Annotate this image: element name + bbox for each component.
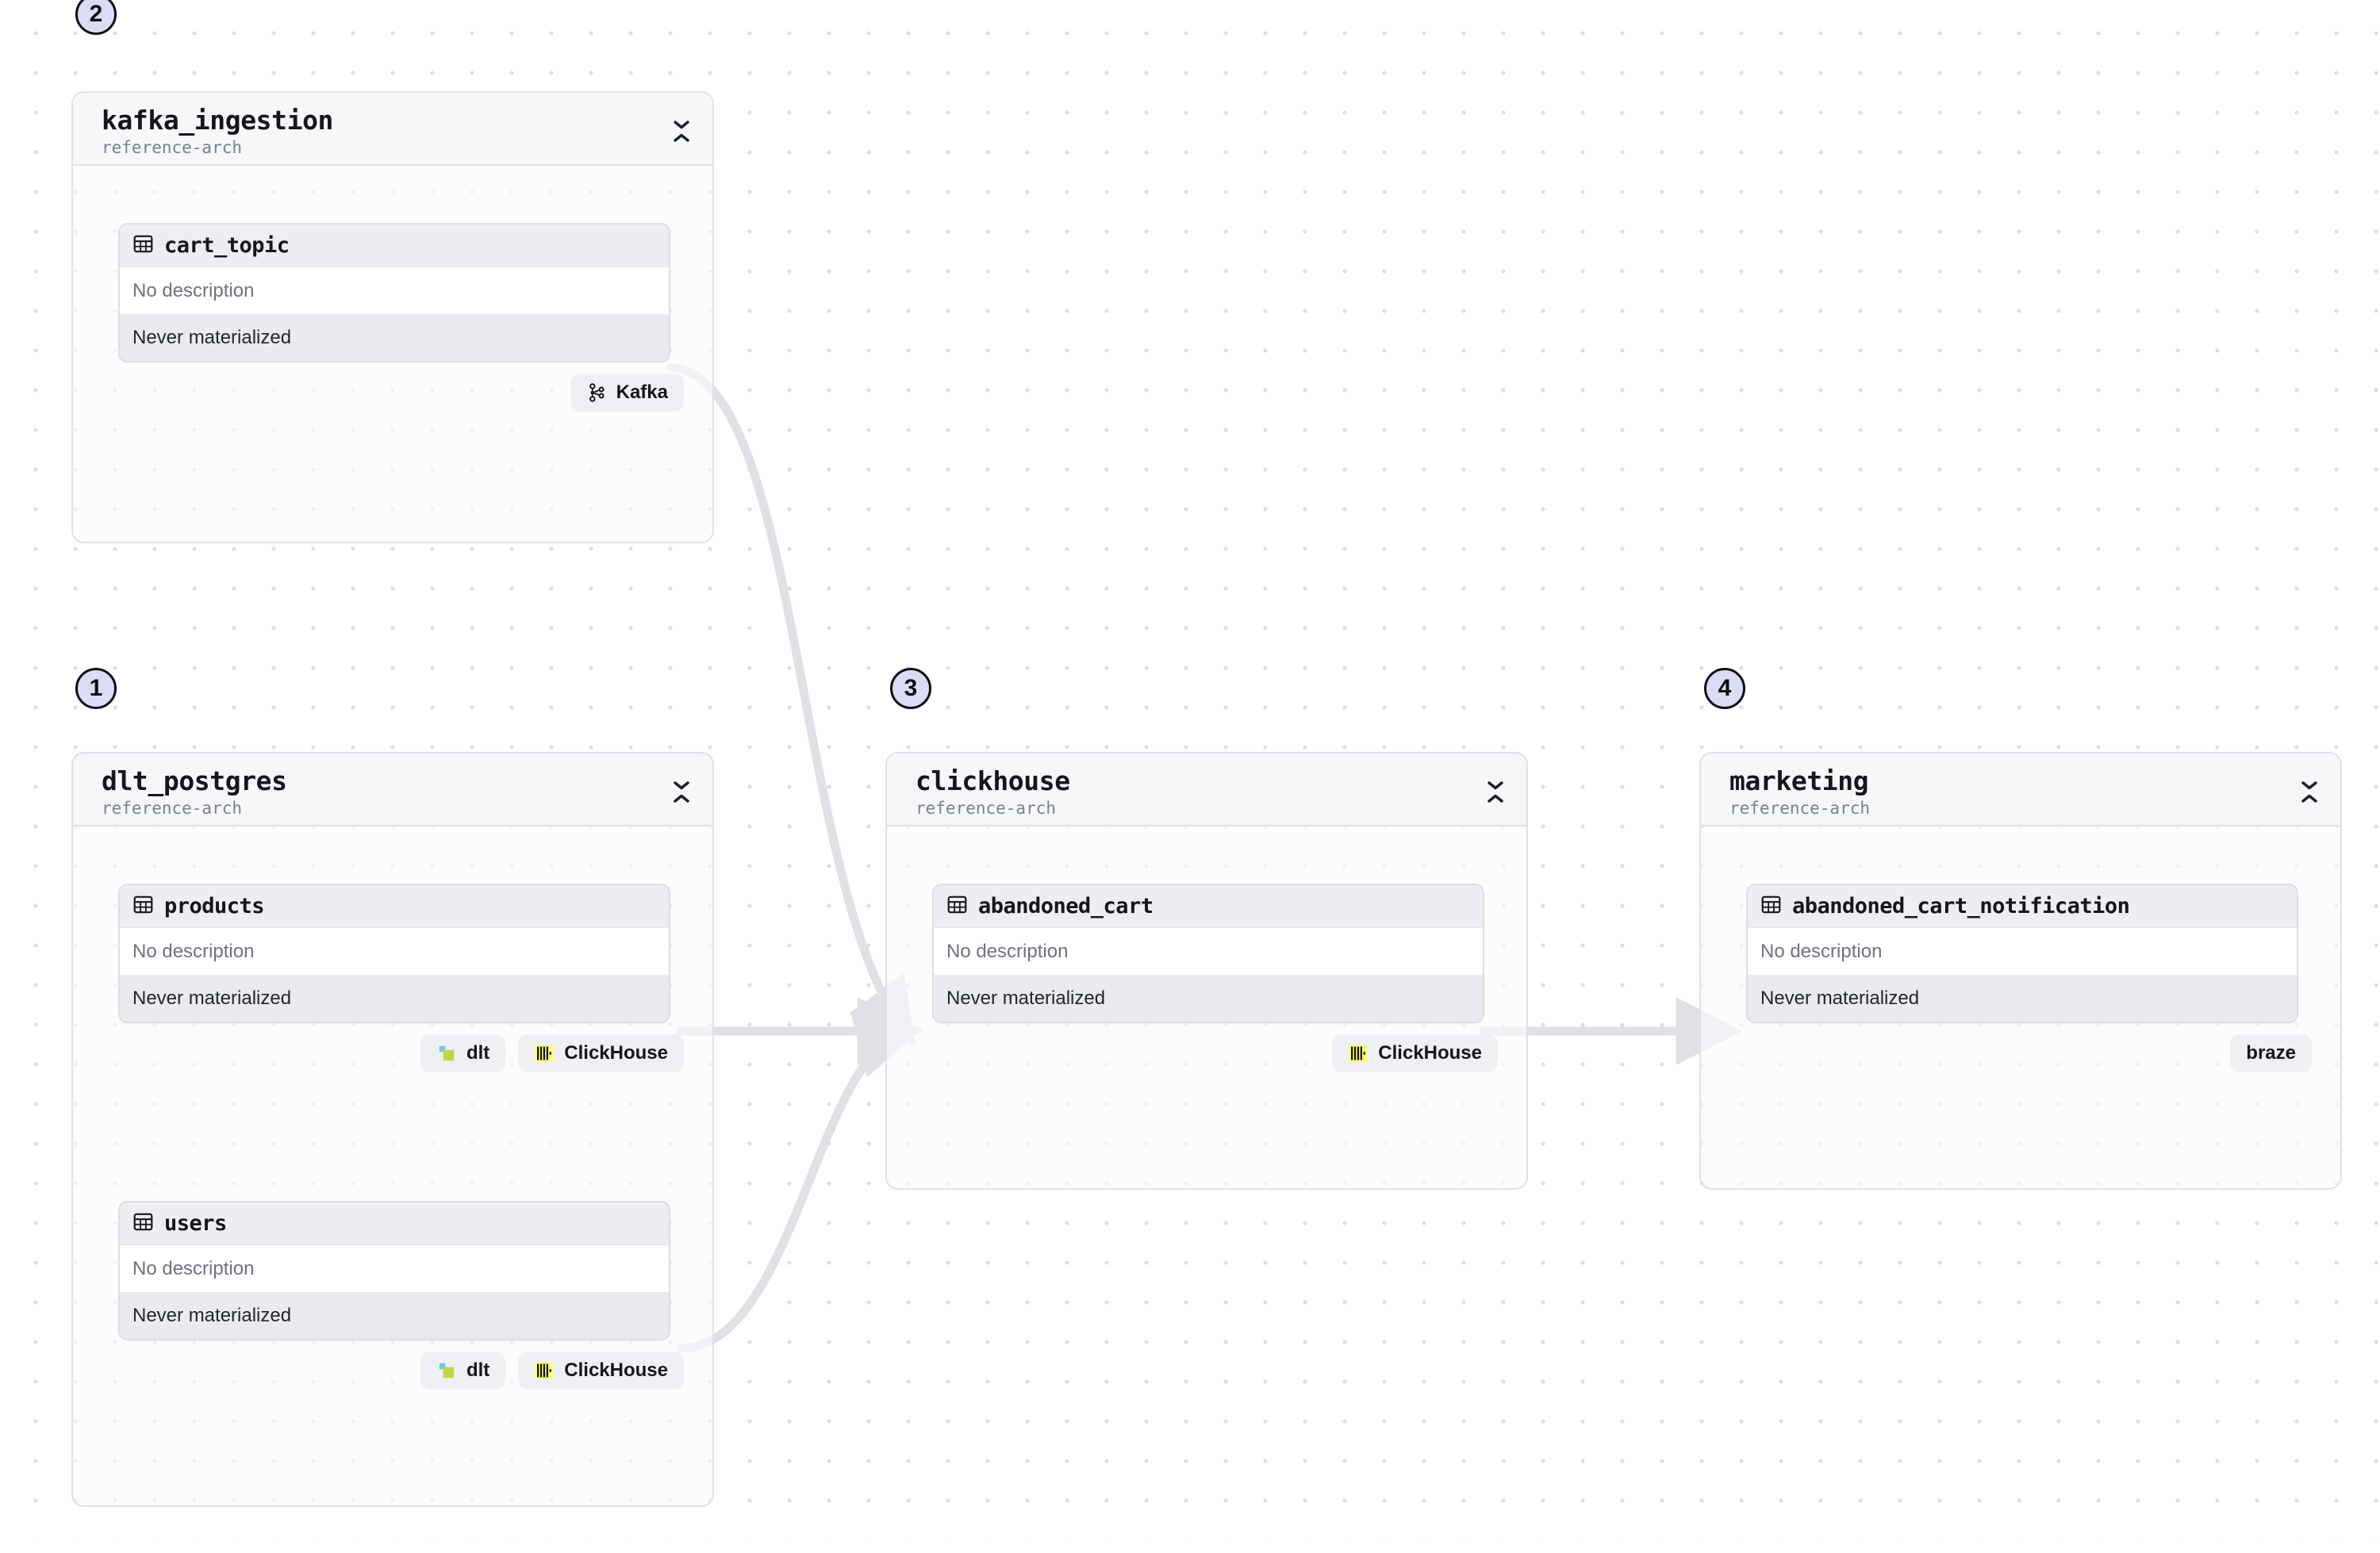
table-node-materialization: Never materialized <box>934 975 1483 1022</box>
group-panel-marketing[interactable]: marketing reference-arch <box>1699 752 2342 1190</box>
badge-label: ClickHouse <box>1378 1042 1482 1064</box>
badge-clickhouse[interactable]: ClickHouse <box>518 1034 684 1072</box>
clickhouse-icon <box>1348 1043 1368 1064</box>
table-node-abandoned-cart[interactable]: abandoned_cart No description Never mate… <box>932 884 1484 1023</box>
table-node-products[interactable]: products No description Never materializ… <box>118 884 670 1023</box>
badge-row-products: dlt ClickHouse <box>420 1034 684 1072</box>
table-node-header: cart_topic <box>120 224 669 267</box>
table-node-title: products <box>164 894 265 918</box>
group-subtitle: reference-arch <box>102 138 243 157</box>
group-header-marketing[interactable]: marketing reference-arch <box>1701 753 2340 826</box>
group-title: marketing <box>1729 765 1869 796</box>
group-panel-kafka-ingestion[interactable]: kafka_ingestion reference-arch <box>71 91 714 543</box>
table-node-materialization: Never materialized <box>120 1292 669 1339</box>
table-node-materialization: Never materialized <box>120 314 669 361</box>
table-node-title: abandoned_cart <box>978 894 1154 918</box>
badge-row-users: dlt ClickHouse <box>420 1352 684 1390</box>
badge-clickhouse[interactable]: ClickHouse <box>518 1352 684 1390</box>
group-subtitle: reference-arch <box>916 799 1057 818</box>
group-panel-clickhouse[interactable]: clickhouse reference-arch <box>885 752 1528 1190</box>
group-title: dlt_postgres <box>102 765 287 796</box>
group-header-dlt-postgres[interactable]: dlt_postgres reference-arch <box>73 753 712 826</box>
badge-kafka[interactable]: Kafka <box>570 374 684 412</box>
table-node-title: cart_topic <box>164 233 290 258</box>
group-title: clickhouse <box>916 765 1070 796</box>
badge-row-cart-topic: Kafka <box>570 374 684 412</box>
clickhouse-icon <box>534 1360 555 1381</box>
canvas-bottom-fade <box>0 1517 2380 1553</box>
table-node-description: No description <box>1748 928 2297 975</box>
table-node-abandoned-cart-notification[interactable]: abandoned_cart_notification No descripti… <box>1746 884 2298 1023</box>
group-subtitle: reference-arch <box>102 799 243 818</box>
edge-users-to-abandoned-cart <box>676 1011 923 1353</box>
table-icon <box>132 1211 154 1237</box>
group-header-clickhouse[interactable]: clickhouse reference-arch <box>887 753 1526 826</box>
step-badge-4: 4 <box>1704 668 1745 709</box>
group-panel-dlt-postgres[interactable]: dlt_postgres reference-arch <box>71 752 714 1507</box>
group-header-kafka-ingestion[interactable]: kafka_ingestion reference-arch <box>73 93 712 166</box>
table-node-header: abandoned_cart_notification <box>1748 885 2297 928</box>
clickhouse-icon <box>534 1043 555 1064</box>
dlt-icon <box>436 1360 457 1381</box>
table-node-header: products <box>120 885 669 928</box>
step-badge-1: 1 <box>75 668 117 709</box>
table-node-header: abandoned_cart <box>934 885 1483 928</box>
table-node-cart-topic[interactable]: cart_topic No description Never material… <box>118 223 670 362</box>
table-node-users[interactable]: users No description Never materialized <box>118 1201 670 1340</box>
table-node-description: No description <box>934 928 1483 975</box>
table-node-title: abandoned_cart_notification <box>1792 894 2130 918</box>
step-badge-3: 3 <box>890 668 931 709</box>
table-node-materialization: Never materialized <box>120 975 669 1022</box>
badge-label: ClickHouse <box>564 1042 668 1064</box>
badge-dlt[interactable]: dlt <box>420 1034 506 1072</box>
badge-label: dlt <box>466 1359 490 1381</box>
group-subtitle: reference-arch <box>1729 799 1871 818</box>
badge-label: dlt <box>466 1042 490 1064</box>
collapse-chevrons-icon[interactable] <box>668 115 695 147</box>
badge-row-abandoned-cart: ClickHouse <box>1332 1034 1498 1072</box>
badge-clickhouse[interactable]: ClickHouse <box>1332 1034 1498 1072</box>
table-node-materialization: Never materialized <box>1748 975 2297 1022</box>
badge-braze[interactable]: braze <box>2230 1034 2312 1072</box>
table-icon <box>132 233 154 259</box>
kafka-icon <box>586 382 607 403</box>
table-node-description: No description <box>120 928 669 975</box>
badge-row-abandoned-cart-notification: braze <box>2230 1034 2312 1072</box>
badge-label: Kafka <box>616 382 668 403</box>
table-node-title: users <box>164 1211 227 1236</box>
table-node-header: users <box>120 1202 669 1245</box>
table-node-description: No description <box>120 267 669 314</box>
collapse-chevrons-icon[interactable] <box>668 776 695 807</box>
collapse-chevrons-icon[interactable] <box>2296 776 2323 807</box>
group-title: kafka_ingestion <box>102 105 334 136</box>
table-icon <box>132 894 154 919</box>
dlt-icon <box>436 1043 457 1064</box>
badge-label: ClickHouse <box>564 1359 668 1381</box>
badge-label: braze <box>2246 1042 2296 1064</box>
table-node-description: No description <box>120 1245 669 1292</box>
table-icon <box>1760 894 1782 919</box>
step-badge-2: 2 <box>75 0 117 35</box>
collapse-chevrons-icon[interactable] <box>1482 776 1509 807</box>
badge-dlt[interactable]: dlt <box>420 1352 506 1390</box>
table-icon <box>946 894 968 919</box>
